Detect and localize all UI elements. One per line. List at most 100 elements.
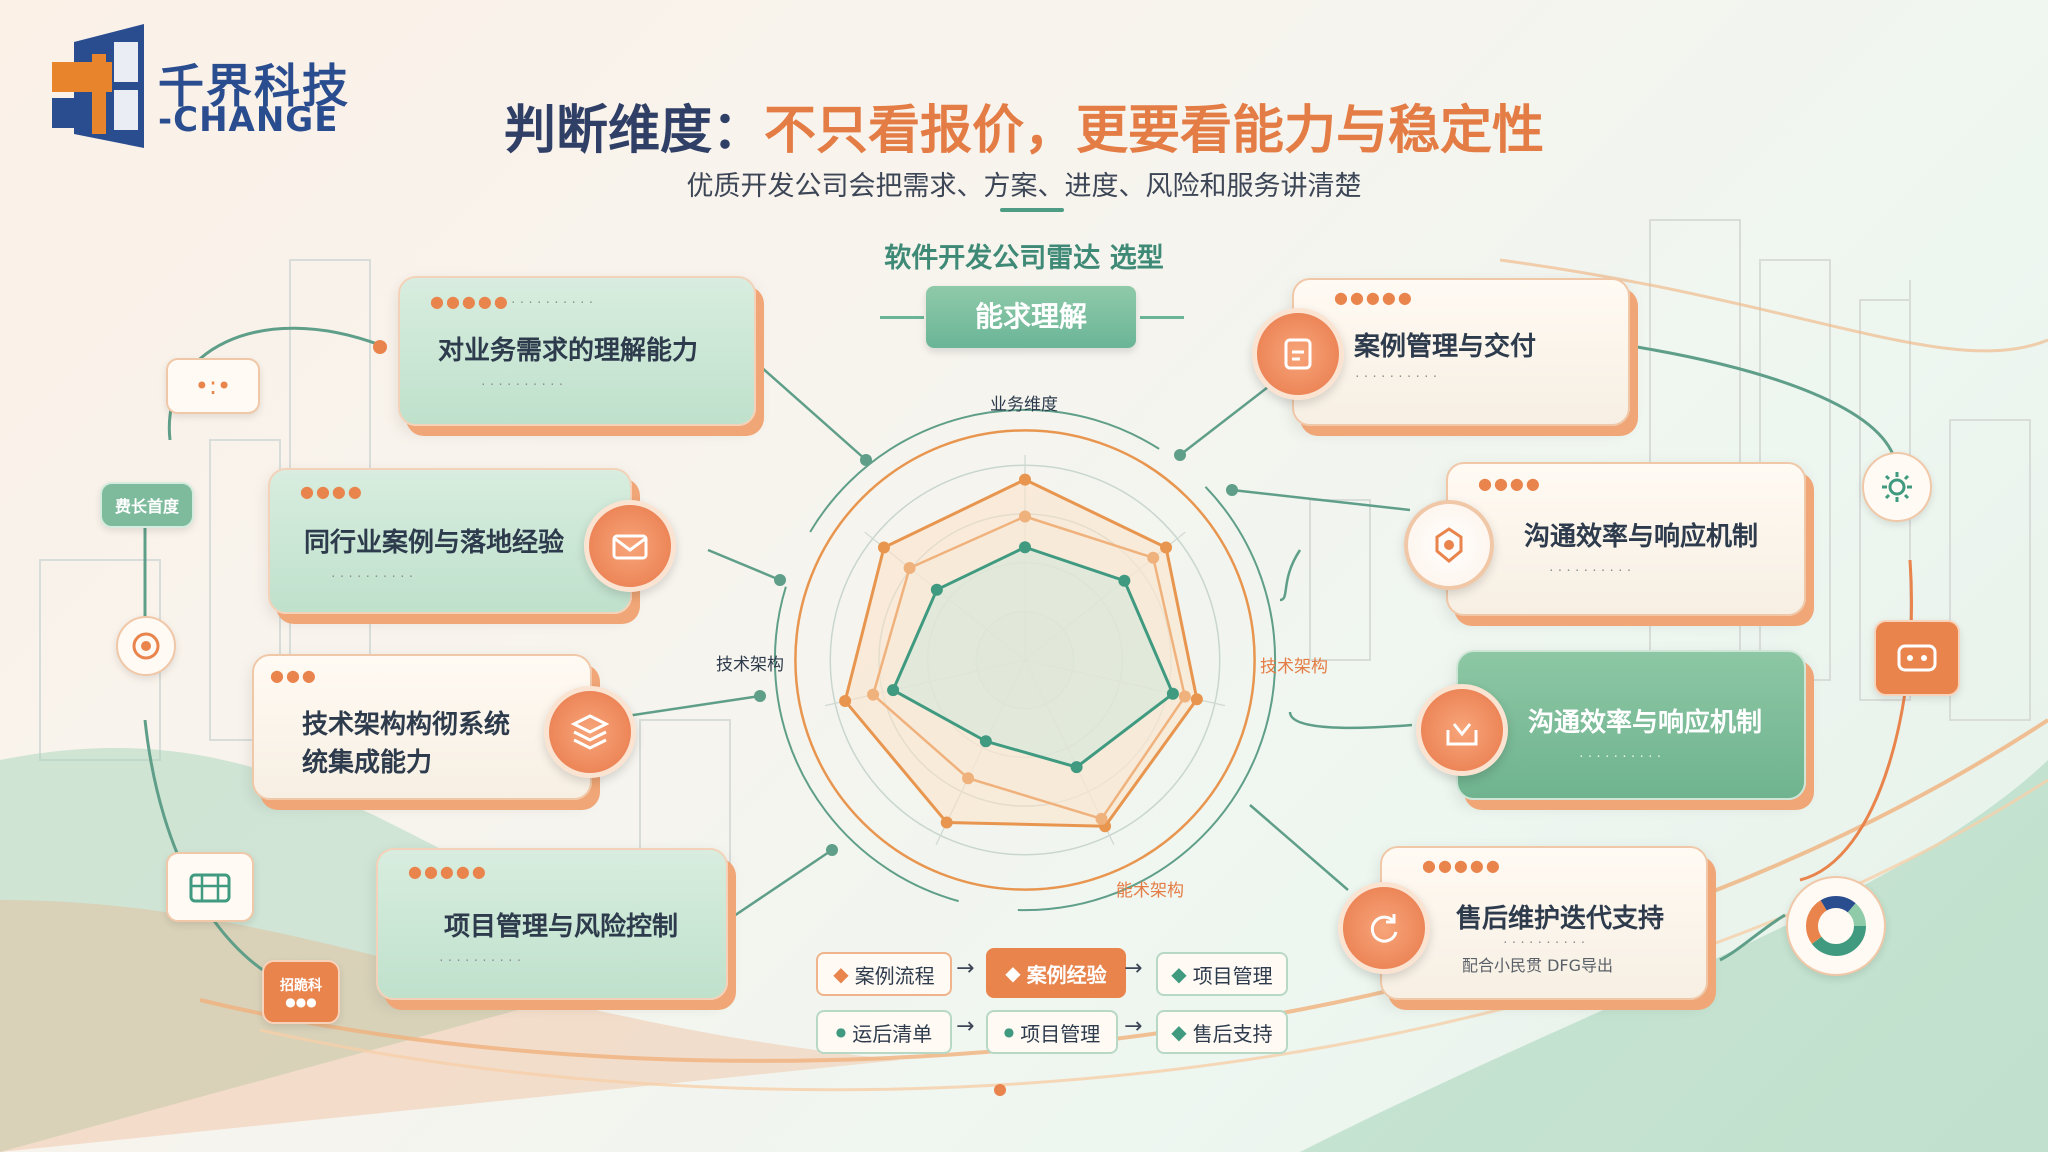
flow-pill-label: 项目管理 bbox=[1020, 1021, 1101, 1046]
radar-point bbox=[903, 561, 916, 574]
badge-icon bbox=[1404, 500, 1494, 590]
card-title: 同行业案例与落地经验 bbox=[304, 528, 565, 558]
radar-point bbox=[867, 688, 880, 701]
title-highlight: 不只看报价，更要看能力与稳定性 bbox=[764, 101, 1545, 161]
radar-point bbox=[877, 541, 890, 554]
flow-pill-label: 运后清单 bbox=[852, 1021, 933, 1046]
card-communication-2[interactable]: 沟通效率与响应机制 ·········· bbox=[1456, 650, 1806, 800]
radar-series-inner bbox=[891, 545, 1175, 769]
card-title: 项目管理与风险控制 bbox=[444, 912, 679, 942]
target-icon bbox=[116, 616, 176, 676]
dot-icon: ● bbox=[1003, 1025, 1015, 1039]
card-project-management[interactable]: ●●●●● 项目管理与风险控制 ·········· bbox=[376, 848, 728, 1000]
radar-point bbox=[979, 735, 992, 748]
card-case-delivery[interactable]: ●●●●● 案例管理与交付 ·········· bbox=[1292, 278, 1630, 426]
card-dots: ●●●● bbox=[300, 482, 364, 501]
radar-chart bbox=[773, 408, 1277, 912]
card-fine-print: ·········· bbox=[438, 954, 525, 967]
card-title: 沟通效率与响应机制 bbox=[1528, 708, 1763, 738]
arrow-icon: → bbox=[1124, 1014, 1143, 1039]
pin-icon: ◆ bbox=[1171, 962, 1187, 986]
card-fine-print: ·········· bbox=[1578, 750, 1665, 763]
document-icon bbox=[1252, 308, 1344, 400]
page-subtitle: 优质开发公司会把需求、方案、进度、风险和服务讲清楚 bbox=[686, 171, 1362, 202]
pin-icon: ◆ bbox=[1171, 1020, 1187, 1044]
card-title: 沟通效率与响应机制 bbox=[1524, 522, 1759, 552]
radar-point bbox=[1147, 551, 1160, 564]
radar-point bbox=[839, 695, 852, 708]
radar-outer-ring bbox=[794, 429, 1256, 891]
card-title: 案例管理与交付 bbox=[1354, 332, 1537, 362]
flow-pill-project-management-2[interactable]: ● 项目管理 bbox=[986, 1010, 1118, 1054]
card-title: 对业务需求的理解能力 bbox=[438, 336, 699, 366]
refresh-icon bbox=[1338, 882, 1430, 974]
dots-badge: •:• bbox=[166, 358, 260, 414]
arrow-icon: → bbox=[956, 956, 975, 981]
card-fine-print: ·········· bbox=[1548, 564, 1635, 577]
radar-point bbox=[940, 816, 953, 829]
logo-mark bbox=[52, 24, 144, 148]
radar-orbit-ring bbox=[773, 408, 1277, 912]
card-fine-print: ·········· bbox=[1354, 370, 1441, 383]
radar-point bbox=[1118, 574, 1131, 587]
inbox-icon bbox=[1416, 684, 1508, 776]
radar-point bbox=[1070, 761, 1083, 774]
card-business-understanding[interactable]: ●●●●● ·········· 对业务需求的理解能力 ·········· bbox=[398, 276, 756, 426]
radar-point bbox=[1178, 690, 1191, 703]
flow-pill-post-list[interactable]: ● 运后清单 bbox=[816, 1010, 952, 1054]
radar-point bbox=[1190, 693, 1203, 706]
radar-label-top: 业务维度 bbox=[990, 395, 1058, 415]
flow-pill-case-process[interactable]: ◆案例流程 bbox=[816, 952, 952, 996]
subtitle-divider bbox=[1000, 208, 1064, 212]
card-fine-print: ·········· bbox=[480, 378, 567, 391]
orange-badge-dots: ●●● bbox=[285, 995, 317, 1009]
card-communication-1[interactable]: ●●●● 沟通效率与响应机制 ·········· bbox=[1446, 462, 1806, 616]
card-tech-architecture[interactable]: ●●● 技术架构构彻系统 统集成能力 bbox=[252, 654, 592, 800]
layers-icon bbox=[544, 686, 636, 778]
radar-label-bottom: 能术架构 bbox=[1116, 881, 1184, 901]
card-after-sales[interactable]: ●●●●● 售后维护迭代支持 ·········· 配合小民贯 DFG导出 bbox=[1380, 846, 1708, 1000]
donut-icon bbox=[1786, 876, 1886, 976]
card-dots: ●●●●● bbox=[1422, 856, 1502, 875]
radar-label-left: 技术架构 bbox=[716, 655, 784, 675]
logo-text-en: -CHANGE bbox=[158, 100, 339, 140]
settings-icon bbox=[1862, 452, 1932, 522]
orange-badge-text: 招跪科 bbox=[280, 978, 322, 994]
arrow-icon: → bbox=[1124, 956, 1143, 981]
radar-point bbox=[1160, 541, 1173, 554]
flow-pill-after-sales[interactable]: ◆售后支持 bbox=[1156, 1010, 1288, 1054]
tag-line-left bbox=[880, 316, 924, 319]
card-dots: ●●●●● bbox=[408, 862, 488, 881]
radar-point bbox=[1166, 687, 1179, 700]
flow-pill-label: 案例经验 bbox=[1026, 962, 1107, 987]
radar-point bbox=[930, 583, 943, 596]
envelope-icon bbox=[584, 500, 676, 592]
radar-label-right: 技术架构 bbox=[1260, 657, 1328, 677]
radar-point bbox=[887, 684, 900, 697]
pin-icon: ◆ bbox=[833, 962, 849, 986]
page-title: 判断维度：不只看报价，更要看能力与稳定性 bbox=[0, 88, 2048, 163]
flow-pill-label: 售后支持 bbox=[1192, 1021, 1273, 1046]
arrow-icon: → bbox=[956, 1014, 975, 1039]
tag-line-right bbox=[1140, 316, 1184, 319]
card-dots: ●●●●● bbox=[430, 292, 510, 311]
flow-pill-label: 项目管理 bbox=[1192, 963, 1273, 988]
radar-point bbox=[1019, 510, 1031, 523]
dot-icon: ● bbox=[835, 1025, 847, 1039]
radar-point bbox=[1019, 473, 1031, 486]
calendar-icon bbox=[166, 852, 254, 922]
flow-pill-project-management[interactable]: ◆项目管理 bbox=[1156, 952, 1288, 996]
card-title-line2: 统集成能力 bbox=[302, 748, 433, 778]
flow-pill-label: 案例流程 bbox=[854, 963, 935, 988]
card-dots: ●●●●● bbox=[1334, 288, 1414, 307]
title-prefix: 判断维度： bbox=[503, 101, 764, 161]
radar-title: 软件开发公司雷达 选型 bbox=[884, 243, 1164, 274]
orange-badge: 招跪科 ●●● bbox=[262, 960, 340, 1024]
card-fine-print: ·········· bbox=[1502, 936, 1589, 949]
card-industry-cases[interactable]: ●●●● 同行业案例与落地经验 ·········· bbox=[268, 468, 632, 614]
flow-pill-case-experience[interactable]: ◆案例经验 bbox=[986, 948, 1126, 998]
card-fine-print: ·········· bbox=[510, 296, 597, 309]
card-sub: 配合小民贯 DFG导出 bbox=[1462, 956, 1614, 975]
